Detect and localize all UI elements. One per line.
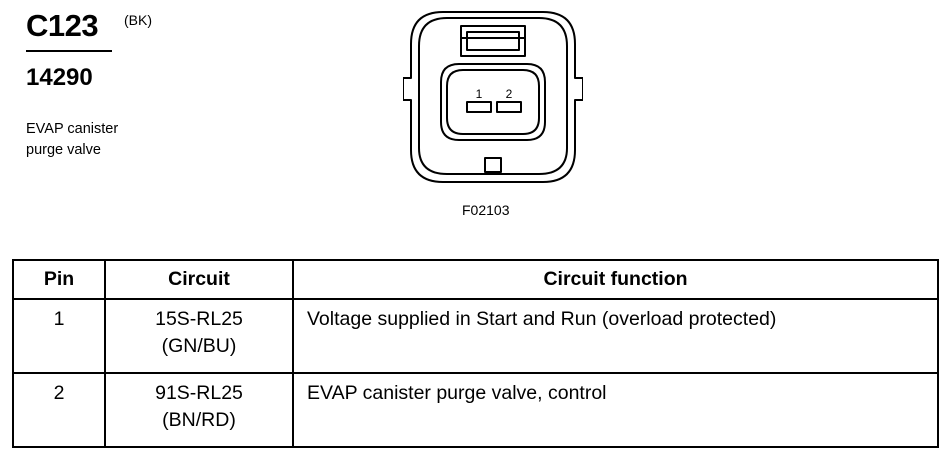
circuit-cell: 91S-RL25 (BN/RD) <box>104 372 294 448</box>
circuit-color: (BN/RD) <box>162 409 236 431</box>
header-pin: Pin <box>12 259 106 300</box>
circuit-color: (GN/BU) <box>161 335 237 357</box>
pin-1-terminal <box>466 101 492 113</box>
connector-key <box>484 157 502 173</box>
connector-latch <box>460 25 526 57</box>
table-row: 1 15S-RL25 (GN/BU) Voltage supplied in S… <box>12 298 939 374</box>
pin-cell: 2 <box>12 372 106 448</box>
pin-table: Pin Circuit Circuit function 1 15S-RL25 … <box>12 259 939 448</box>
table-row: 2 91S-RL25 (BN/RD) EVAP canister purge v… <box>12 372 939 448</box>
connector-housing-inner <box>418 17 568 175</box>
table-header-row: Pin Circuit Circuit function <box>12 259 939 300</box>
pin-cell: 1 <box>12 298 106 374</box>
circuit-code: 91S-RL25 <box>155 382 243 404</box>
function-cell: EVAP canister purge valve, control <box>292 372 939 448</box>
figure-id: F02103 <box>462 202 510 218</box>
color-code: (BK) <box>124 12 152 28</box>
part-number: 14290 <box>26 64 93 91</box>
header-circuit: Circuit <box>104 259 294 300</box>
code-underline <box>26 50 112 52</box>
component-description: EVAP canister purge valve <box>26 121 119 158</box>
circuit-cell: 15S-RL25 (GN/BU) <box>104 298 294 374</box>
connector-diagram: 1 2 <box>403 11 583 183</box>
pin-cavity <box>440 63 546 141</box>
function-cell: Voltage supplied in Start and Run (overl… <box>292 298 939 374</box>
circuit-code: 15S-RL25 <box>155 308 243 330</box>
pin-label: 2 <box>506 87 513 101</box>
connector-code: C123 <box>26 8 99 43</box>
connector-housing-outer <box>403 11 583 183</box>
pin-2-terminal <box>496 101 522 113</box>
header-circuit-function: Circuit function <box>292 259 939 300</box>
pin-label: 1 <box>476 87 483 101</box>
